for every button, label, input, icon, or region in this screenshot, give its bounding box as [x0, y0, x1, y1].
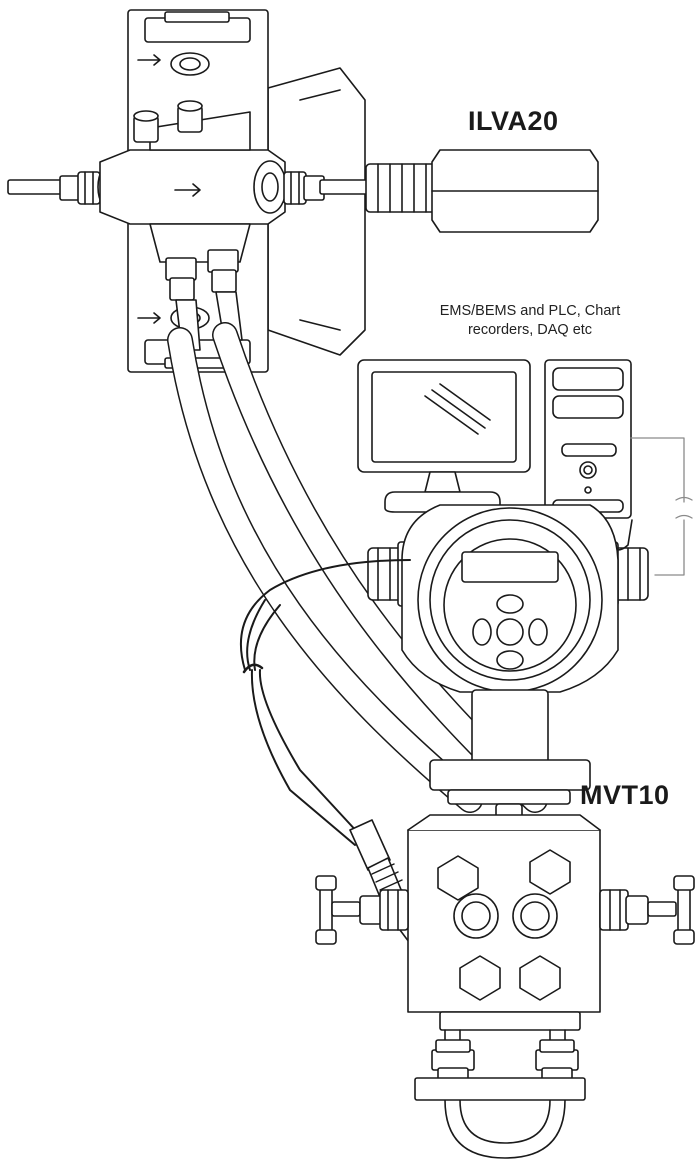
mvt10-label: MVT10 [580, 780, 670, 810]
outlet-pipe [320, 180, 368, 194]
left-valve-handle [316, 876, 408, 944]
manifold-block [408, 830, 600, 1012]
arrow-right-icon [138, 55, 160, 65]
lcd-display [462, 552, 558, 582]
ems-label-line-1: EMS/BEMS and PLC, Chart [439, 303, 621, 319]
ems-label-line-2: recorders, DAQ etc [467, 322, 593, 338]
arrow-right-icon [138, 313, 160, 323]
keypad-icon [473, 595, 547, 669]
ilva20-label: ILVA20 [468, 106, 559, 136]
signal-cable [631, 438, 684, 575]
valve-manifold [316, 815, 694, 1030]
mvt10-transmitter [368, 505, 648, 844]
arrow-right-icon [175, 184, 200, 196]
u-bolt-bracket [415, 1030, 585, 1158]
right-valve-handle [600, 876, 694, 944]
ems-systems-label: EMS/BEMS and PLC, Chart recorders, DAQ e… [360, 302, 695, 340]
computer [358, 360, 692, 575]
